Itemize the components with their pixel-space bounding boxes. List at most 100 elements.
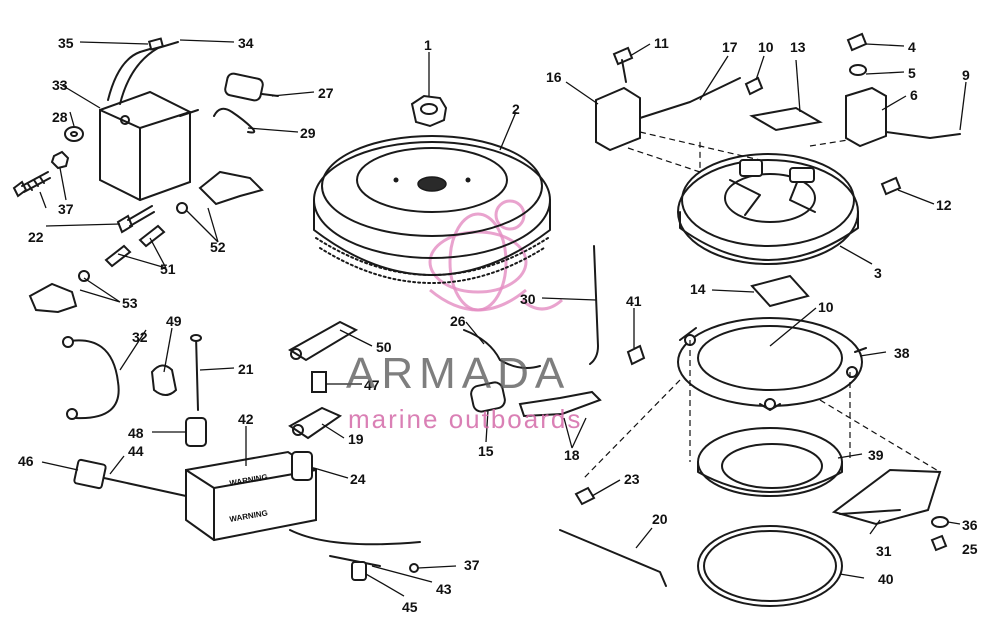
terminal-connector bbox=[73, 458, 187, 497]
armature-plate bbox=[677, 153, 859, 265]
watermark-title: ARMADA bbox=[346, 349, 570, 398]
callout-9: 9 bbox=[962, 67, 970, 83]
callout-19: 19 bbox=[348, 431, 364, 447]
bracket bbox=[749, 106, 823, 132]
lock-nut bbox=[50, 150, 70, 170]
small-screw-b bbox=[612, 46, 634, 83]
callout-13: 13 bbox=[790, 39, 806, 55]
callout-18: 18 bbox=[564, 447, 580, 463]
callout-23: 23 bbox=[624, 471, 640, 487]
callout-10-top: 10 bbox=[758, 39, 774, 55]
callout-16: 16 bbox=[546, 69, 562, 85]
callout-2: 2 bbox=[512, 101, 520, 117]
ground-lead bbox=[62, 336, 120, 420]
link-clip bbox=[518, 390, 602, 418]
condenser bbox=[224, 72, 279, 102]
small-clip bbox=[574, 486, 596, 506]
callout-38: 38 bbox=[894, 345, 910, 361]
callout-39: 39 bbox=[868, 447, 884, 463]
link-pin bbox=[311, 371, 327, 393]
callout-27: 27 bbox=[318, 85, 334, 101]
callout-17: 17 bbox=[722, 39, 738, 55]
callout-25: 25 bbox=[962, 541, 978, 557]
retaining-ring bbox=[697, 525, 843, 607]
crank-rod bbox=[559, 529, 667, 587]
callout-45: 45 bbox=[402, 599, 418, 615]
callout-36: 36 bbox=[962, 517, 978, 533]
terminal-boot bbox=[28, 270, 90, 314]
bushing bbox=[291, 451, 313, 481]
throttle-rod bbox=[589, 245, 599, 365]
callout-numbers: 1 2 3 4 5 6 9 10 11 12 13 14 10 15 16 17… bbox=[18, 35, 978, 615]
callout-53: 53 bbox=[122, 295, 138, 311]
callout-47: 47 bbox=[364, 377, 380, 393]
link-arm bbox=[288, 320, 359, 362]
callout-33: 33 bbox=[52, 77, 68, 93]
callout-30: 30 bbox=[520, 291, 536, 307]
coil-washer bbox=[64, 126, 84, 142]
callout-48: 48 bbox=[128, 425, 144, 441]
callout-52: 52 bbox=[210, 239, 226, 255]
callout-41: 41 bbox=[626, 293, 642, 309]
callout-6: 6 bbox=[910, 87, 918, 103]
small-screw-c bbox=[846, 32, 868, 76]
callout-10-mid: 10 bbox=[818, 299, 834, 315]
callout-40: 40 bbox=[878, 571, 894, 587]
ground-wire bbox=[289, 529, 421, 581]
small-screw-a bbox=[744, 76, 764, 96]
spring-clip bbox=[213, 107, 256, 134]
callout-3: 3 bbox=[874, 265, 882, 281]
callout-37-left: 37 bbox=[58, 201, 74, 217]
spacer bbox=[185, 417, 207, 447]
throttle-lever bbox=[288, 406, 343, 440]
sensor-right bbox=[845, 86, 961, 148]
callout-4: 4 bbox=[908, 39, 916, 55]
callout-22: 22 bbox=[28, 229, 44, 245]
shim bbox=[750, 274, 810, 308]
timer-cam bbox=[470, 381, 506, 413]
callout-35: 35 bbox=[58, 35, 74, 51]
long-screw bbox=[190, 334, 202, 411]
flywheel-nut bbox=[410, 94, 448, 128]
support-ring bbox=[697, 427, 843, 497]
power-pack: WARNING WARNING bbox=[185, 450, 317, 542]
callout-32: 32 bbox=[132, 329, 148, 345]
callout-15: 15 bbox=[478, 443, 494, 459]
flywheel bbox=[313, 135, 551, 284]
callout-42: 42 bbox=[238, 411, 254, 427]
washer-36 bbox=[931, 516, 949, 528]
callout-12: 12 bbox=[936, 197, 952, 213]
wire-clamp bbox=[150, 364, 178, 396]
callout-5: 5 bbox=[908, 65, 916, 81]
callout-34: 34 bbox=[238, 35, 254, 51]
callout-20: 20 bbox=[652, 511, 668, 527]
callout-46: 46 bbox=[18, 453, 34, 469]
screw-25 bbox=[930, 534, 948, 552]
callout-24: 24 bbox=[350, 471, 366, 487]
screw-41 bbox=[626, 344, 646, 366]
callout-44: 44 bbox=[128, 443, 144, 459]
callout-26: 26 bbox=[450, 313, 466, 329]
sleeve-pair bbox=[104, 224, 166, 268]
retainer-plate bbox=[677, 317, 867, 411]
ignition-coil bbox=[99, 37, 199, 202]
mounting-screw bbox=[116, 205, 155, 234]
sensor-left bbox=[595, 77, 741, 152]
callout-50: 50 bbox=[376, 339, 392, 355]
watermark: ARMADA marine outboards bbox=[346, 349, 582, 434]
callout-29: 29 bbox=[300, 125, 316, 141]
leader-lines bbox=[39, 39, 967, 597]
coil-screw bbox=[12, 171, 51, 198]
trigger-bracket bbox=[831, 468, 942, 526]
callout-51: 51 bbox=[160, 261, 176, 277]
callout-1: 1 bbox=[424, 37, 432, 53]
callout-49: 49 bbox=[166, 313, 182, 329]
spark-plug-boot bbox=[176, 170, 264, 214]
callout-31: 31 bbox=[876, 543, 892, 559]
small-screw-d bbox=[880, 176, 902, 196]
callout-43: 43 bbox=[436, 581, 452, 597]
callout-37-bottom: 37 bbox=[464, 557, 480, 573]
watermark-subtitle: marine outboards bbox=[348, 404, 582, 434]
callout-14: 14 bbox=[690, 281, 706, 297]
